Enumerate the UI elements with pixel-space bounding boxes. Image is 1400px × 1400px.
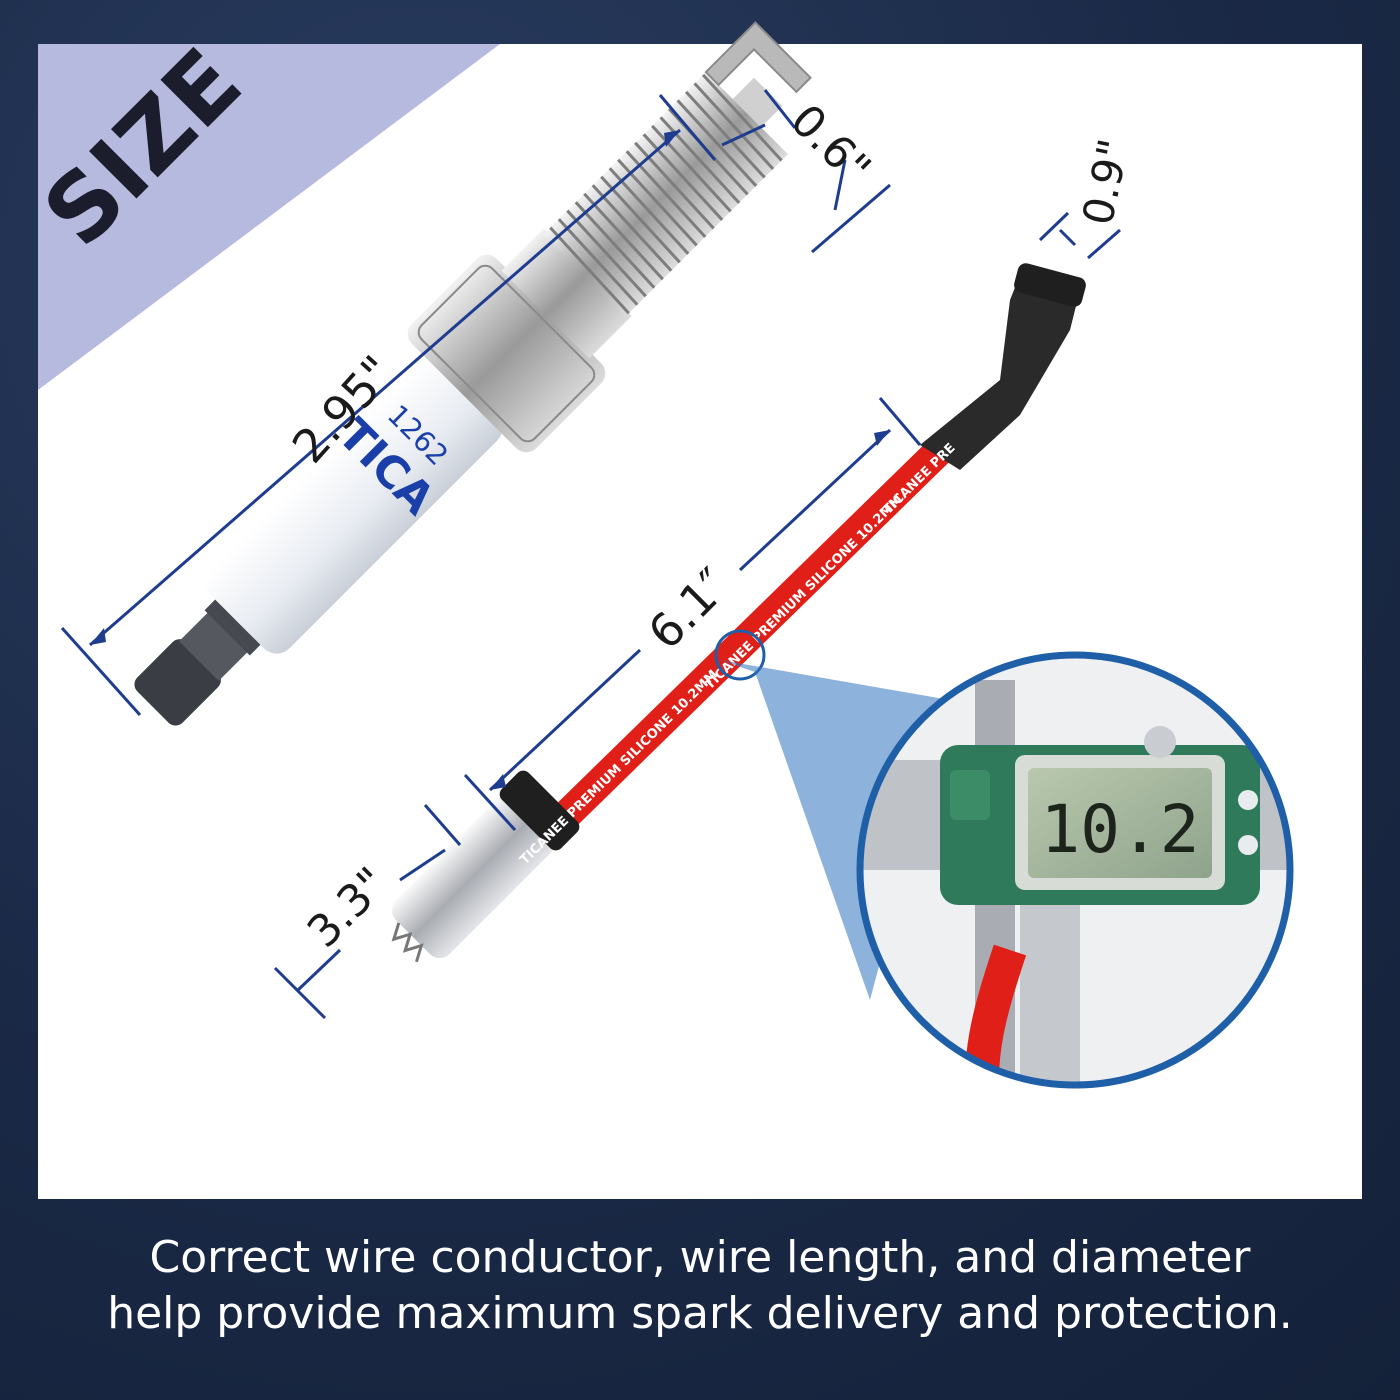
caliper-zoom: 10.2 (860, 655, 1290, 1085)
caliper-reading: 10.2 (1041, 791, 1200, 868)
dimension-lines (60, 89, 1121, 1020)
dim-end-length: 3.3" (298, 858, 398, 958)
spark-plug: TICA 1262 (134, 21, 812, 726)
dim-boot-width: 0.9" (1073, 135, 1139, 229)
wire-print-lower: TICANEE PREMIUM SILICONE 10.2MM (517, 667, 721, 868)
zoom-circle-border (856, 651, 1294, 1089)
dim-plug-tip: 0.6" (780, 95, 880, 195)
caption-line-1: Correct wire conductor, wire length, and… (149, 1232, 1251, 1283)
caption: Correct wire conductor, wire length, and… (0, 1230, 1400, 1342)
zoom-source-circle (714, 629, 766, 681)
caption-line-2: help provide maximum spark delivery and … (107, 1288, 1293, 1339)
size-ribbon (38, 44, 500, 390)
